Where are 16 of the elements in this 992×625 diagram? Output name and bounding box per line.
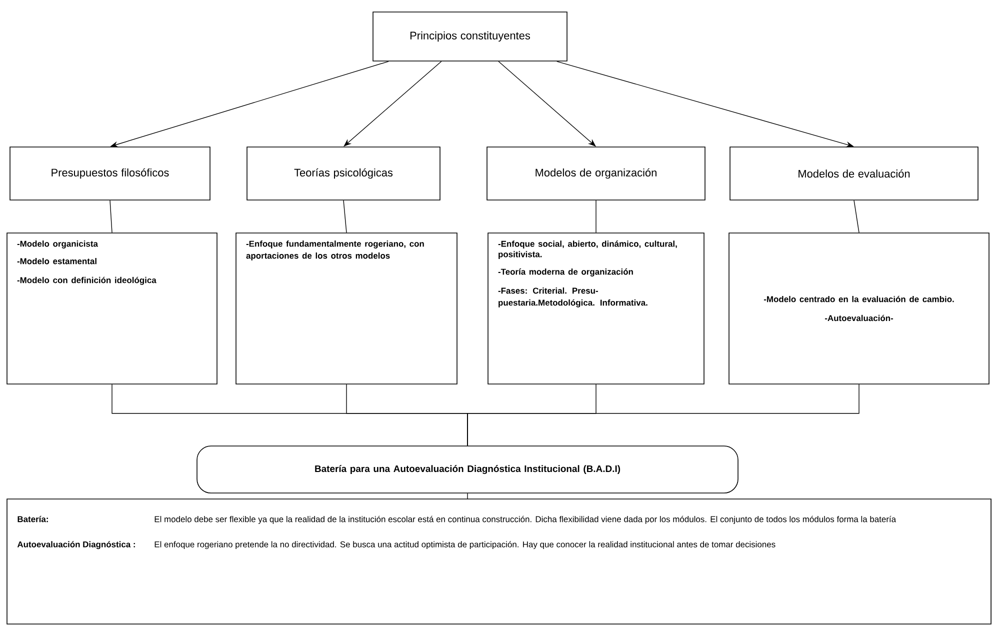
content-box: -Enfoque fundamentalmente rogeriano, con aportaciones de los otros modelos bbox=[236, 232, 458, 384]
connector-line bbox=[467, 384, 860, 446]
definition-box: Batería: El modelo debe ser flexible ya que la realidad de la institución escolar está en continua construcción. Dicha flexibilidad viene dada por los módulos. El conjunto de todos los módulos forma la batería Autoevaluación Diagnóstica : El enfoque rogeriano pretende la no directividad. Se busca una actitud optimista de participación. Hay que conocer la realidad institucional antes de tomar decisiones bbox=[6, 498, 992, 624]
category-box: Modelos de evaluación bbox=[730, 146, 978, 200]
content-box: -Enfoque social, abierto, dinámico, cultural, positivista. -Teoría moderna de organización -Fases: Criterial. Presu- puestaria.Metodológica. Informativa. bbox=[488, 232, 704, 384]
content-box: -Modelo centrado en la evaluación de cambio. -Autoevaluación- bbox=[728, 232, 990, 384]
connector-line bbox=[110, 200, 112, 233]
category-box: Modelos de organización bbox=[486, 146, 706, 200]
connector-line bbox=[854, 200, 860, 233]
connector-line bbox=[343, 200, 347, 233]
category-box: Presupuestos filosóficos bbox=[10, 146, 210, 200]
category-box: Teorías psicológicas bbox=[246, 146, 440, 200]
rounded-box: Batería para una Autoevaluación Diagnóstica Institucional (B.A.D.I) bbox=[196, 446, 738, 494]
content-box: -Modelo organicista -Modelo estamental -Modelo con definición ideológica bbox=[6, 232, 218, 384]
connector-line bbox=[467, 493, 468, 500]
title-box: Principios constituyentes bbox=[372, 12, 568, 62]
